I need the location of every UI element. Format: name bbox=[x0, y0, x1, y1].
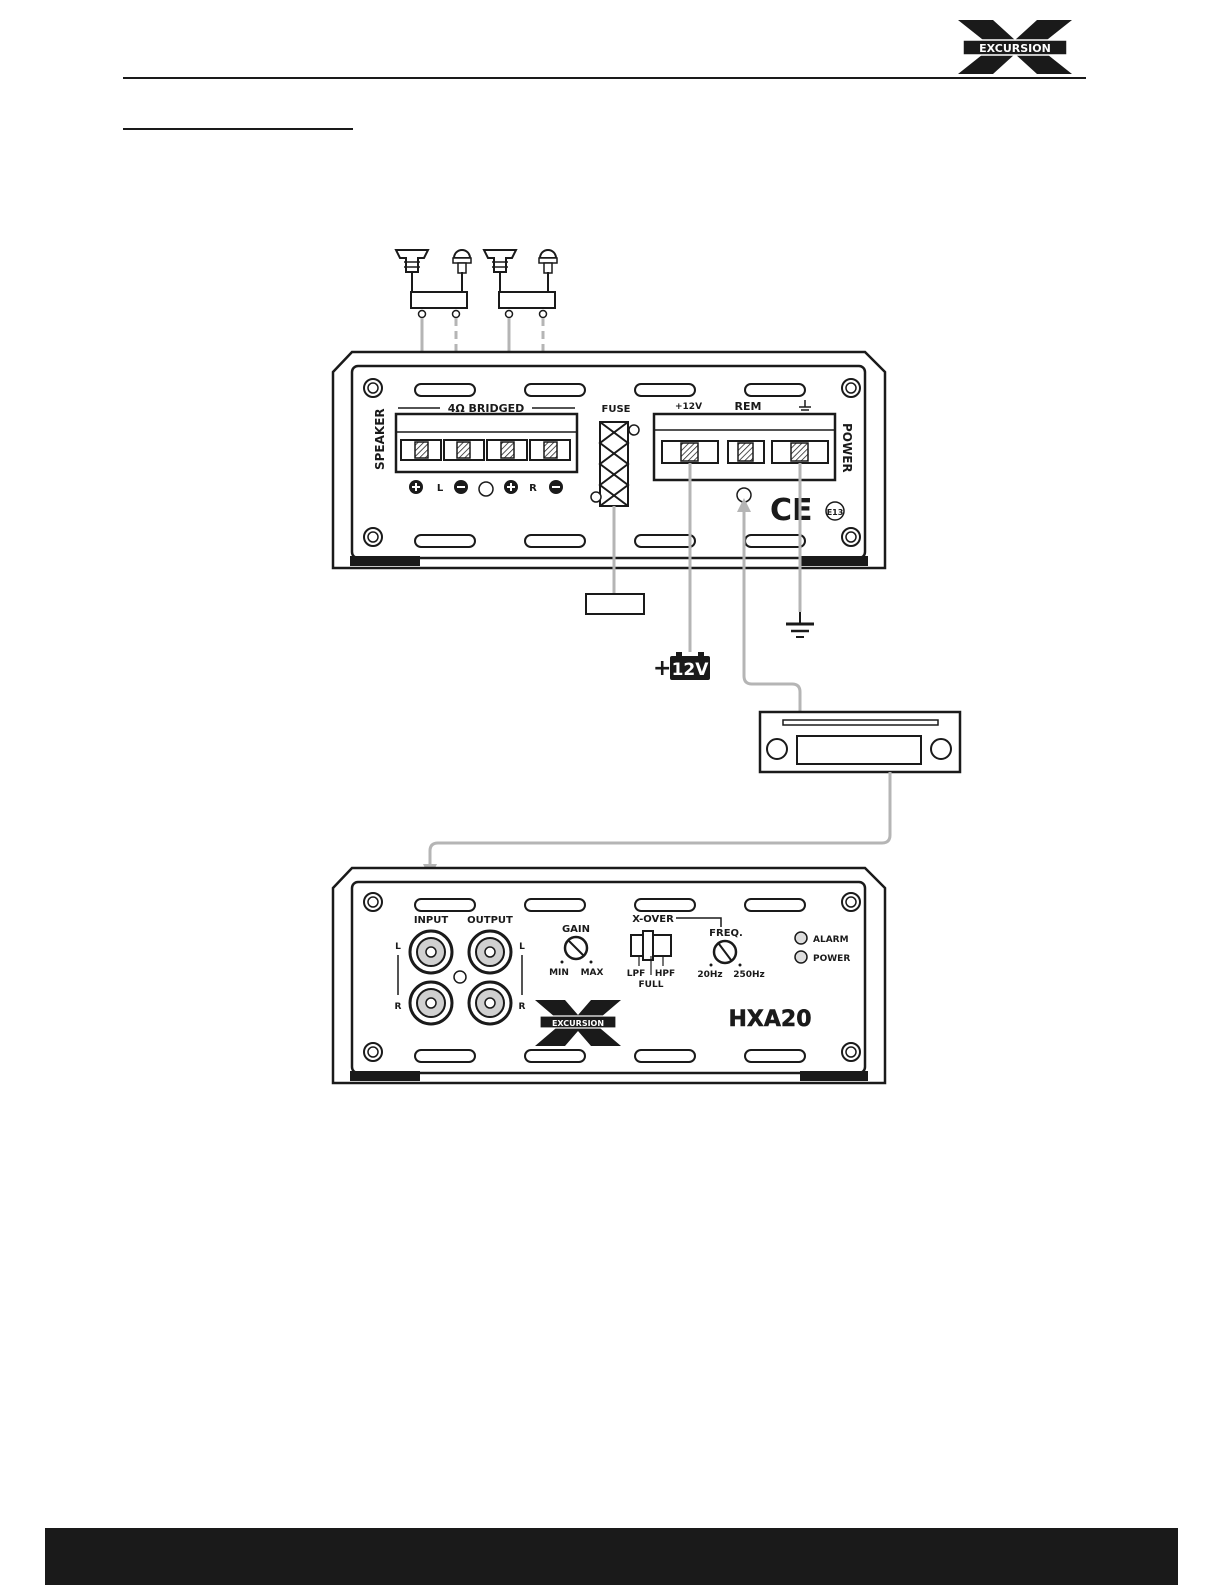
ce-mark: CE bbox=[770, 493, 813, 528]
xover-switch[interactable] bbox=[631, 931, 671, 960]
woofer-icon bbox=[484, 250, 516, 272]
fuse-label: FUSE bbox=[602, 404, 631, 415]
output-label: OUTPUT bbox=[467, 915, 513, 926]
footer-bar bbox=[45, 1528, 1178, 1585]
header-logo-text: EXCURSION bbox=[979, 42, 1051, 55]
rca-output-left[interactable] bbox=[469, 931, 511, 973]
input-label: INPUT bbox=[414, 915, 449, 926]
alarm-label: ALARM bbox=[813, 935, 849, 945]
amp-input-panel: INPUT OUTPUT L R L R bbox=[333, 868, 885, 1083]
excursion-logo-header: EXCURSION bbox=[958, 20, 1072, 74]
rca-output-right[interactable] bbox=[469, 982, 511, 1024]
terminal-screw[interactable] bbox=[544, 442, 557, 458]
gain-max-label: MAX bbox=[581, 968, 604, 978]
gain-min-label: MIN bbox=[549, 968, 569, 978]
model-name: HXA20 bbox=[728, 1007, 811, 1032]
battery-plus: + bbox=[653, 656, 671, 681]
gain-label: GAIN bbox=[562, 924, 590, 935]
e13-mark: E13 bbox=[827, 508, 844, 517]
rca-signal-wire bbox=[423, 772, 890, 878]
speaker-pair-right bbox=[484, 250, 557, 308]
terminal-screw[interactable] bbox=[457, 442, 470, 458]
plus-12v-terminal[interactable] bbox=[681, 443, 698, 461]
rem-label: REM bbox=[735, 400, 762, 413]
freq-knob[interactable] bbox=[714, 941, 736, 963]
gain-knob[interactable] bbox=[565, 937, 587, 959]
channel-left-label: L bbox=[437, 483, 444, 494]
chassis-ground-icon bbox=[786, 612, 814, 637]
ground-terminal[interactable] bbox=[791, 443, 808, 461]
woofer-icon bbox=[396, 250, 428, 272]
xover-label: X-OVER bbox=[632, 914, 674, 925]
full-label: FULL bbox=[639, 980, 664, 990]
power-led bbox=[795, 951, 807, 963]
panel-logo-text: EXCURSION bbox=[552, 1019, 604, 1028]
output-right-label: R bbox=[519, 1002, 526, 1012]
amp-power-panel: SPEAKER 4Ω BRIDGED L bbox=[333, 352, 885, 568]
head-unit-icon bbox=[760, 712, 960, 772]
battery-icon: + 12V bbox=[653, 652, 710, 681]
input-right-label: R bbox=[395, 1002, 402, 1012]
power-label: POWER bbox=[840, 423, 854, 473]
battery-voltage: 12V bbox=[672, 660, 710, 680]
plus-12v-label: +12V bbox=[675, 402, 702, 412]
freq-low-label: 20Hz bbox=[697, 970, 722, 980]
alarm-led bbox=[795, 932, 807, 944]
speaker-label: SPEAKER bbox=[373, 408, 387, 470]
speaker-pair-left bbox=[396, 250, 471, 308]
inline-fuse-icon bbox=[586, 594, 644, 614]
output-left-label: L bbox=[519, 942, 525, 952]
terminal-screw[interactable] bbox=[501, 442, 514, 458]
rca-input-right[interactable] bbox=[410, 982, 452, 1024]
hpf-label: HPF bbox=[655, 969, 675, 979]
channel-right-label: R bbox=[529, 483, 537, 494]
lpf-label: LPF bbox=[627, 969, 645, 979]
terminal-screw[interactable] bbox=[415, 442, 428, 458]
tweeter-icon bbox=[539, 250, 557, 273]
rem-terminal[interactable] bbox=[738, 443, 753, 461]
tweeter-icon bbox=[453, 250, 471, 273]
power-terminals bbox=[662, 441, 828, 463]
freq-high-label: 250Hz bbox=[733, 970, 765, 980]
power-led-label: POWER bbox=[813, 954, 850, 964]
rca-input-left[interactable] bbox=[410, 931, 452, 973]
input-left-label: L bbox=[395, 942, 401, 952]
freq-label: FREQ. bbox=[709, 928, 743, 939]
